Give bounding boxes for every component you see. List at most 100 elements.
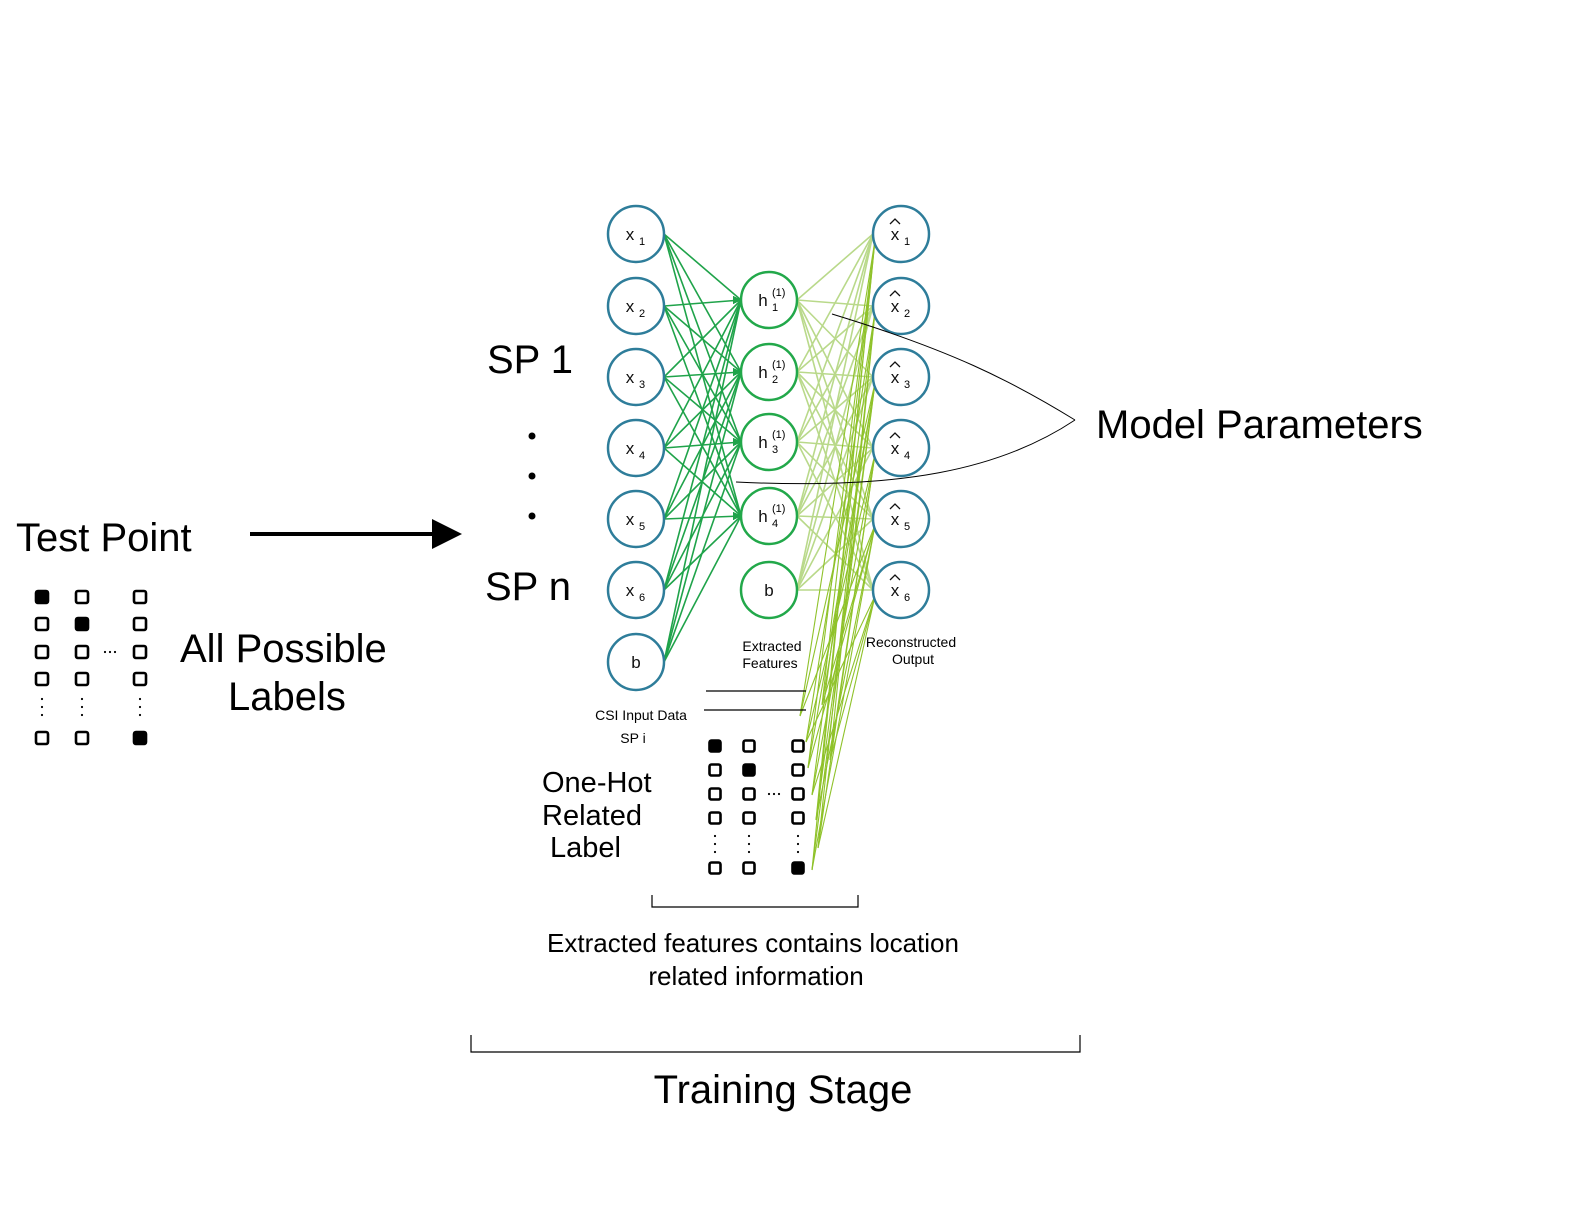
edge-input-hidden: [663, 441, 742, 663]
hidden-caption-line2: Features: [742, 655, 797, 671]
sp-ellipsis-dot: [528, 472, 536, 480]
output-node-circle: [871, 418, 931, 478]
one-hot-line2: Related: [542, 800, 642, 832]
vertical-ellipsis-dot: [796, 834, 800, 838]
output-caption-line2: Output: [892, 651, 934, 667]
training-stage-bracket: [470, 1035, 1081, 1053]
output-node-hat: [889, 503, 901, 510]
vertical-ellipsis-dot: [796, 850, 800, 854]
edge-hidden-output: [796, 233, 874, 373]
label-cell-empty: [742, 739, 756, 753]
hidden-node-superscript: (1): [772, 429, 785, 441]
output-node-hat: [889, 574, 901, 581]
output-node-symbol: x: [891, 510, 900, 529]
label-cell-empty: [74, 671, 90, 687]
edge-input-hidden: [663, 299, 742, 449]
edge-input-hidden: [663, 299, 742, 591]
edge-label-output: [805, 311, 876, 743]
output-node-hat: [889, 290, 901, 297]
output-node-subscript: 3: [904, 379, 910, 391]
edge-label-output: [805, 595, 876, 743]
horizontal-ellipsis-dot: [767, 792, 771, 796]
features-note-line2: related information: [648, 961, 863, 991]
hidden-node-symbol: h: [758, 291, 767, 310]
vertical-ellipsis-dot: [80, 713, 84, 717]
label-cell-empty: [34, 730, 50, 746]
edge-input-hidden: [663, 515, 742, 663]
hidden-node-superscript: (1): [772, 359, 785, 371]
edge-label-output: [821, 382, 876, 706]
input-node-symbol: x: [626, 510, 635, 529]
label-cell-empty: [74, 730, 90, 746]
input-node-circle: [606, 632, 666, 692]
label-cell-empty: [791, 811, 805, 825]
all-labels-label-line1: All Possible: [180, 627, 387, 671]
output-caption-line1: Reconstructed: [866, 634, 956, 650]
label-cell-filled: [74, 616, 90, 632]
label-cell-empty: [742, 861, 756, 875]
input-node-subscript: 2: [639, 308, 645, 320]
label-cell-empty: [74, 589, 90, 605]
edge-input-hidden: [663, 233, 742, 301]
output-node-symbol: x: [891, 297, 900, 316]
label-cell-empty: [34, 671, 50, 687]
input-caption-line2: SP i: [620, 730, 645, 746]
edge-arrowhead: [733, 512, 741, 520]
label-cell-empty: [132, 671, 148, 687]
edge-label-output: [811, 524, 876, 871]
output-node-hat: [889, 432, 901, 439]
one-hot-bracket: [651, 895, 859, 908]
edge-label-output: [821, 524, 876, 706]
edge-hidden-output: [796, 233, 874, 591]
label-cell-empty: [791, 739, 805, 753]
features-note-line1: Extracted features contains location: [547, 928, 959, 958]
hidden-node-symbol: h: [758, 507, 767, 526]
hidden-node: b: [739, 560, 799, 620]
hidden-node-circle: [739, 412, 799, 472]
edge-label-output: [829, 595, 876, 761]
edge-hidden-output: [796, 233, 874, 517]
output-node-circle: [871, 204, 931, 264]
label-cell-empty: [791, 787, 805, 801]
vertical-ellipsis-dot: [40, 697, 44, 701]
vertical-ellipsis-dot: [796, 842, 800, 846]
label-cell-empty: [34, 644, 50, 660]
label-cell-filled: [132, 730, 148, 746]
hidden-node-circle: [739, 560, 799, 620]
vertical-ellipsis-dot: [138, 705, 142, 709]
output-node-circle: [871, 560, 931, 620]
label-cell-empty: [708, 763, 722, 777]
input-node: b: [606, 632, 666, 692]
edge-label-output: [811, 239, 876, 871]
label-cell-filled: [708, 739, 722, 753]
test-point-label: Test Point: [16, 516, 192, 560]
output-node-symbol: x: [891, 368, 900, 387]
output-node-subscript: 2: [904, 308, 910, 320]
vertical-ellipsis-dot: [747, 834, 751, 838]
vertical-ellipsis-dot: [40, 713, 44, 717]
output-node-symbol: x: [891, 225, 900, 244]
label-cell-empty: [132, 616, 148, 632]
label-cell-empty: [132, 589, 148, 605]
vertical-ellipsis-dot: [713, 834, 717, 838]
horizontal-ellipsis-dot: [108, 650, 112, 654]
hidden-node-subscript: 4: [772, 518, 778, 530]
model-parameters-brace-bottom: [735, 419, 1076, 485]
edge-input-hidden: [663, 299, 742, 307]
horizontal-ellipsis-dot: [777, 792, 781, 796]
test-point-arrowhead: [432, 519, 462, 549]
horizontal-ellipsis-dot: [772, 792, 776, 796]
hidden-caption-line1: Extracted: [742, 638, 801, 654]
hidden-node-subscript: 3: [772, 444, 778, 456]
edge-arrowhead: [733, 438, 741, 446]
input-node-circle: [606, 418, 666, 478]
